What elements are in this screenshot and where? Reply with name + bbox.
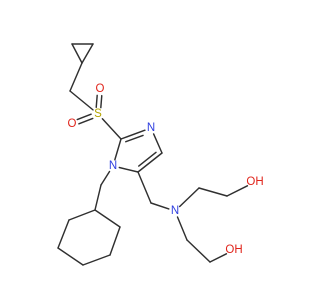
bond-cy1-cy2 [94,209,121,228]
bond-cy4-cy5 [57,247,84,266]
bond-nam-ea1 [178,187,200,208]
bond-c5-ch2c5 [137,171,152,204]
atom-label-n1: N [109,160,117,172]
bond-c4-c5-inner [138,151,157,167]
bond-n1-ch2n1 [100,170,111,186]
bond-cp2-cp3 [81,43,94,64]
bond-c4-c5-outer [137,152,163,173]
bond-s-c2 [101,118,122,140]
atom-label-oh1: OH [246,176,263,188]
bond-s-o1-line-1 [100,94,103,109]
bond-cy6-cy1 [68,209,96,221]
bond-c2-n3-outer [120,129,146,140]
bond-cp3-ch2s [69,62,83,92]
bond-n3-c4 [152,133,163,154]
bond-eb1-eb2 [186,239,211,263]
atom-label-o1: O [96,83,105,95]
atom-label-nam: N [171,205,179,217]
bond-ch2s-s [69,90,94,111]
bond-ch2n1-cy1 [94,184,102,211]
bond-s-o2-line-2 [78,117,94,125]
bond-ea2-oh1 [226,185,249,197]
bond-cy2-cy3 [109,226,121,256]
bond-cp3-cp1 [71,43,83,64]
bond-c2-n3-inner [125,134,144,143]
atom-label-oh2: OH [225,244,242,256]
bond-layer [57,43,249,266]
bond-c5-n1 [118,166,139,173]
bond-ea1-ea2 [198,187,228,197]
bond-cy5-cy6 [57,219,70,249]
bond-s-o1-line-2 [95,94,98,109]
atom-label-n3: N [147,122,155,134]
diagram-background [0,0,300,300]
molecule-structure-diagram: S O O N N N OH OH [0,0,300,300]
atom-label-o2: O [68,118,77,130]
atom-label-layer: S O O N N N OH OH [68,83,264,256]
atom-label-s: S [94,108,102,120]
bond-eb2-oh2 [209,253,228,263]
bond-ch2c5-nam [150,202,170,210]
bond-nam-eb1 [176,216,188,241]
bond-cy3-cy4 [82,254,111,266]
bond-n1-c2 [114,138,122,161]
bond-s-o2-line-1 [76,113,92,121]
